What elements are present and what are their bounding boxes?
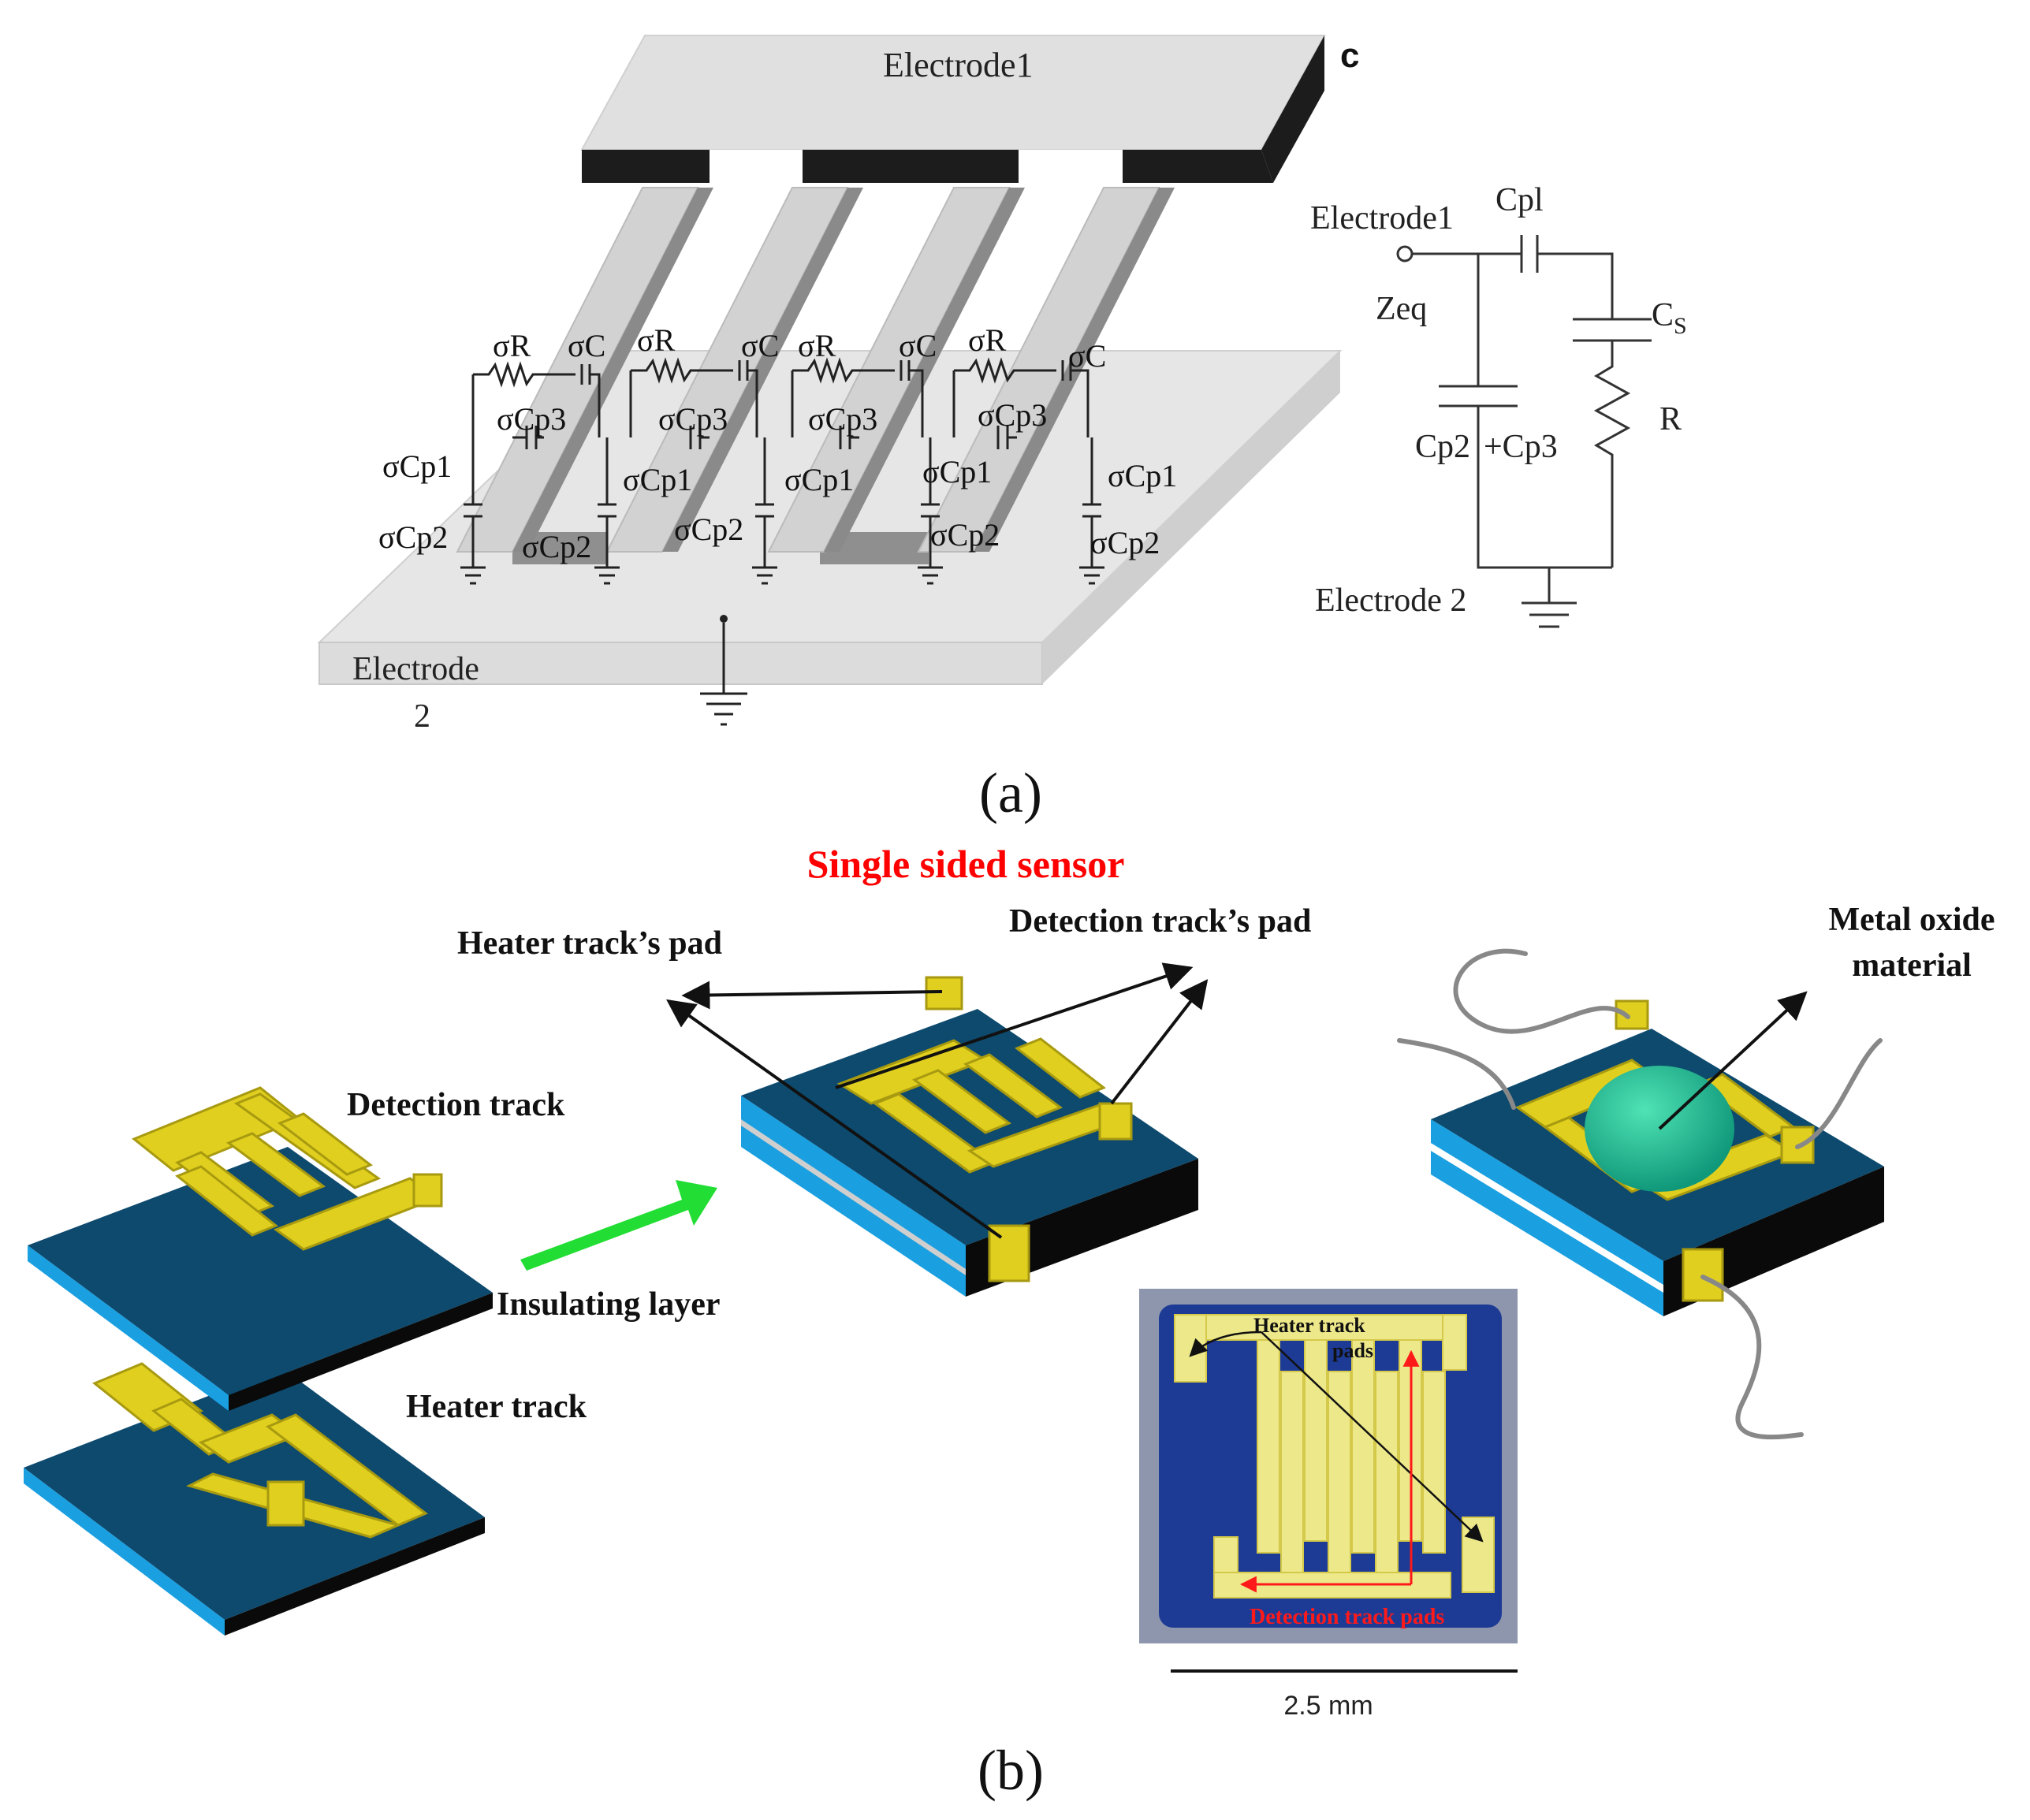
circuit-electrode2-label: Electrode 2 [1315,582,1466,619]
sigma-cp3-label-4: σCp3 [978,397,1047,433]
electrode1-gap-1 [710,150,803,183]
electrode2-plate-side [1042,351,1340,684]
plate-dots [541,249,1178,311]
sigma-c-label-1: σC [568,328,605,363]
finger-2-side [662,188,863,552]
sigma-cp3-label-2: σCp3 [658,401,728,437]
sigma-r-label-3: σR [798,328,836,363]
sigma-r-label-2: σR [637,322,676,358]
sensor-photo: Heater track pads Detection track pads [1139,1289,1518,1643]
scale-bar: 2.5 mm [1171,1669,1518,1721]
circuit-cs-main: C [1652,297,1674,333]
sigma-cp1-label-2: σCp1 [623,462,692,497]
scale-label: 2.5 mm [1283,1691,1373,1721]
panel-b: Single sided sensor [24,842,1995,1802]
electrode1-gap-2 [1019,150,1123,183]
circuit-zeq-label: Zeq [1376,291,1427,327]
sigma-cp3-label-1: σCp3 [497,401,566,437]
assembled-sensor [741,976,1198,1297]
cp2-pad-2 [820,532,929,564]
component-labels: σR σC σR σC σR σC σR σC σCp3 σCp3 σCp3 σ… [378,322,1177,564]
electrode1-side [1261,35,1324,183]
finger-1-side [512,188,713,552]
label-arrows [666,962,1808,1239]
circuit-overlay [460,357,1104,726]
sigma-r-label-1: σR [493,328,531,363]
heater-pad-label: Heater track’s pad [457,925,722,962]
sigma-cp1-label-5: σCp1 [1108,458,1177,493]
sigma-cp2-label-1: σCp2 [378,519,448,555]
sigma-c-label-3: σC [899,328,937,363]
sigma-r-label-4: σR [968,322,1007,358]
panel-a: Electrode1 c Electrode 2 σR σC σR σC σR … [317,35,1687,824]
electrode1-terminal [1396,245,1414,262]
detection-pad-label: Detection track’s pad [1009,903,1311,940]
heater-track-label: Heater track [406,1389,587,1425]
sigma-cp2-label-2: σCp2 [522,529,591,564]
circuit-electrode1-label: Electrode1 [1310,200,1454,236]
caption-b: (b) [978,1739,1044,1802]
corner-letter: c [1340,36,1359,75]
electrode2-terminal [720,615,728,623]
metal-oxide-label-line2: material [1852,947,1972,984]
insulating-layer-label: Insulating layer [497,1286,721,1323]
electrode2-label-line2: 2 [414,698,430,735]
sigma-cp1-label-1: σCp1 [382,448,452,484]
detection-track-label: Detection track [347,1087,565,1123]
heater-track [92,1362,428,1539]
panel-b-labels: Heater track’s pad Detection track’s pad… [347,902,1995,1425]
circuit-cs-label: CS [1652,297,1687,339]
sigma-cp1-label-4: σCp1 [922,454,992,489]
circuit-cp1-label: Cpl [1495,182,1544,218]
photo-heater-label-line1: Heater track [1253,1314,1365,1337]
electrode1-front [582,150,1273,183]
electrode2-label-line1: Electrode [352,651,479,687]
equivalent-circuit: Electrode1 Cpl Zeq CS R Cp2 +Cp3 Electro… [1310,182,1687,628]
sigma-cp3-label-3: σCp3 [808,401,877,437]
sigma-c-label-2: σC [741,328,779,363]
single-sided-sensor-title: Single sided sensor [807,842,1125,886]
photo-detection-label: Detection track pads [1250,1605,1444,1629]
sigma-cp2-label-4: σCp2 [930,517,1000,553]
circuit-r-label: R [1659,401,1682,437]
caption-a: (a) [979,761,1042,824]
exploded-stack [24,1086,493,1636]
sigma-cp2-label-3: σCp2 [674,512,743,547]
assembly-arrow [520,1180,717,1271]
insulating-board [28,1147,493,1411]
metal-oxide-label-line1: Metal oxide [1828,902,1995,938]
cp2-pad-1 [512,532,607,564]
finger-3-side [824,188,1025,552]
detection-track [132,1086,443,1251]
sigma-cp1-label-3: σCp1 [784,462,854,497]
sigma-cp2-label-5: σCp2 [1090,525,1160,560]
interdigitated-electrode-3d [317,35,1343,726]
circuit-cp2-label: Cp2 [1415,429,1470,465]
final-sensor [1397,948,1884,1440]
photo-heater-label-line2: pads [1332,1339,1373,1362]
sigma-c-label-4: σC [1068,338,1106,374]
circuit-cp3-label: +Cp3 [1484,429,1558,465]
circuit-cs-sub: S [1674,313,1687,339]
electrode1-label: Electrode1 [883,46,1034,84]
